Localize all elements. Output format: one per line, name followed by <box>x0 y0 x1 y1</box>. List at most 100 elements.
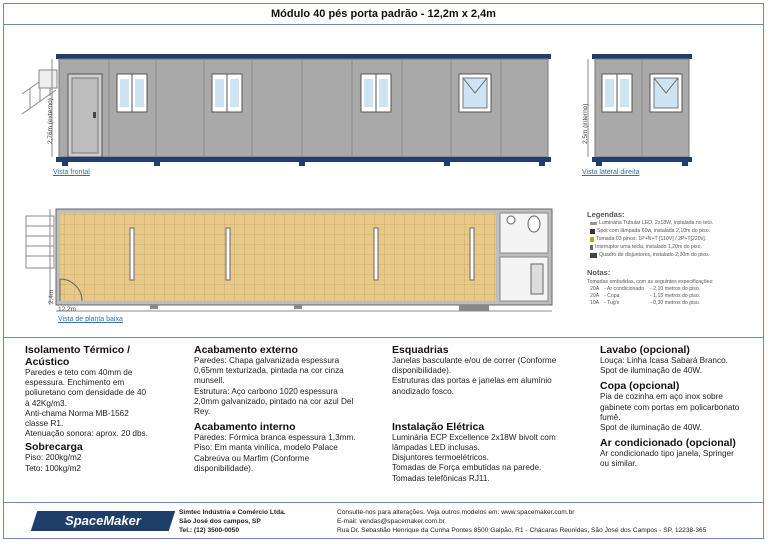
side-view-label: Vista lateral direita <box>582 169 640 176</box>
specs-section: Isolamento Térmico / Acústico Paredes e … <box>4 338 763 502</box>
spec-line: poliuretano com densidade de 40 <box>25 388 147 398</box>
company-phone: Tel.: (12) 3500-0050 <box>179 527 239 534</box>
spec-line: Spot de iluminação de 40W. <box>600 366 702 376</box>
breaker-panel-icon <box>590 252 597 258</box>
spec-line: munsell. <box>194 376 225 386</box>
spec-line: Estruturas das portas e janelas em alumí… <box>392 376 552 386</box>
contact-email[interactable]: E-mail: vendas@spacemaker.com.br <box>337 518 445 525</box>
front-height-dim: 2,76m (externo) <box>47 98 54 144</box>
company-city: São José dos campos, SP <box>179 518 261 525</box>
spec-line: lâmpadas LED inclusas. <box>392 443 480 453</box>
spec-line: 0,65mm texturizada, pintada na cor cinza <box>194 366 344 376</box>
spot-lamp-icon <box>590 228 595 234</box>
logo: SpaceMaker <box>65 513 141 528</box>
spec-line: Tomadas telefônicas RJ11. <box>392 473 490 483</box>
legend-item: Spot com lâmpada 60w, instalada 2,10m do… <box>590 228 710 234</box>
front-window-4 <box>458 73 492 113</box>
notes-intro: Tomadas embutidas, com as seguintes espe… <box>587 279 714 285</box>
spec-line: Teto: 100kg/m2 <box>25 463 81 473</box>
front-view-drawing <box>21 54 692 312</box>
spec-col-2: Acabamento externo Paredes: Chapa galvan… <box>194 344 384 474</box>
spec-line: Spot de iluminação de 40W. <box>600 423 702 433</box>
ar-title: Ar condicionado (opcional) <box>600 437 736 450</box>
contact-address: Rua Dr. Sebastião Henrique da Cunha Pont… <box>337 527 707 534</box>
acab-externo-title: Acabamento externo <box>194 344 298 356</box>
spec-line: Piso: 200kg/m2 <box>25 453 82 463</box>
spec-line: disponibilidade). <box>194 463 254 473</box>
led-luminaire-icon <box>590 221 597 225</box>
spec-line: espessura. Enchimento em <box>25 378 125 388</box>
spec-line: classe R1. <box>25 419 64 429</box>
side-ac-window <box>649 73 683 113</box>
plan-length-dim: 12,2m <box>58 306 77 313</box>
spec-line: Luminária ECP Excellence 2x18W bivolt co… <box>392 432 556 442</box>
plan-steps <box>25 215 55 269</box>
side-height-dim: 2,5m (interno) <box>582 103 589 144</box>
front-base <box>56 157 551 162</box>
spec-line: Piso: Em manta vinílica, modelo Palace <box>194 443 338 453</box>
notes-row: 20A- Copa- 1,15 metros do piso. <box>590 293 701 299</box>
legend-item: Tomada 03 pinos: 1P+N+T [110V] / 2P+T[22… <box>590 236 706 242</box>
instalacao-title: Instalação Elétrica <box>392 420 485 433</box>
spec-line: gabinete com portas em policarbonato <box>600 402 740 412</box>
side-window <box>601 73 633 113</box>
spec-line: Paredes: Fórmica branca espessura 1,3mm. <box>194 433 356 443</box>
front-window-1 <box>116 73 148 113</box>
spec-line: Janelas basculante e/ou de correr (Confo… <box>392 356 557 365</box>
spec-line: Paredes: Chapa galvanizada espessura <box>194 356 340 365</box>
lavabo-title: Lavabo (opcional) <box>600 344 690 356</box>
spec-col-4: Lavabo (opcional) Louça: Linha Icasa Sab… <box>600 344 762 470</box>
acab-interno-title: Acabamento interno <box>194 421 296 434</box>
legend-title: Legendas: <box>587 210 625 219</box>
plan-view-label: Vista de planta baixa <box>58 316 123 323</box>
sobrecarga-title: Sobrecarga <box>25 441 83 454</box>
spec-line: Disjuntores termoelétricos. <box>392 453 489 463</box>
notes-row: 20A- Ar condicionado- 2,10 metros do pis… <box>590 286 701 292</box>
spec-sheet: Módulo 40 pés porta padrão - 12,2m x 2,4… <box>3 3 764 539</box>
page-title: Módulo 40 pés porta padrão - 12,2m x 2,4… <box>4 4 763 25</box>
copa-title: Copa (opcional) <box>600 380 680 393</box>
spec-col-1: Isolamento Térmico / Acústico Paredes e … <box>25 344 185 474</box>
spec-line: Atenuação sonora: aprox. 20 dbs. <box>25 429 148 439</box>
spec-line: 2,0mm galvanizado, pintado na cor azul D… <box>194 396 354 406</box>
esquadrias-title: Esquadrias <box>392 344 449 356</box>
spec-line: Estrutura: Aço carbono 1020 espessura <box>194 386 338 396</box>
spec-line: Tomadas de Força embutidas na parede. <box>392 463 542 473</box>
company-name: Simtec Indústria e Comércio Ltda. <box>179 509 286 516</box>
side-base <box>592 157 692 162</box>
spec-line: Ar condicionado tipo janela, Springer <box>600 449 734 459</box>
drawing-area: 2,76m (externo) 2,5m (interno) 2,4m 12,2… <box>4 24 763 338</box>
notes-row: 10A- Tug's- 0,30 metros do piso. <box>590 300 701 306</box>
legend-item: Quadro de disjuntores, instalado 2,30m d… <box>590 252 709 258</box>
spec-line: Anti-chama Norma MB-1562 <box>25 408 129 418</box>
footer: SpaceMaker Simtec Indústria e Comércio L… <box>4 502 763 540</box>
isolamento-title: Isolamento Térmico / Acústico <box>25 344 131 368</box>
spec-line: Paredes e teto com 40mm de <box>25 368 133 377</box>
notes-title: Notas: <box>587 268 611 277</box>
front-window-2 <box>211 73 243 113</box>
spec-line: Pia de cozinha em aço inox sobre <box>600 392 723 402</box>
front-roof <box>56 54 551 59</box>
spec-line: anodizado fosco. <box>392 386 454 396</box>
spec-line: disponibilidade). <box>392 366 452 376</box>
plan-floor <box>60 213 496 301</box>
spec-line: Rey. <box>194 407 211 417</box>
front-window-3 <box>360 73 392 113</box>
company-info: Simtec Indústria e Comércio Ltda. São Jo… <box>179 508 286 535</box>
socket-icon <box>590 236 594 242</box>
contact-info: Consulte-nos para alterações. Veja outro… <box>337 508 706 535</box>
spec-line: fumê. <box>600 412 621 422</box>
contact-website[interactable]: Consulte-nos para alterações. Veja outro… <box>337 509 575 516</box>
front-view-label: Vista frontal <box>53 169 90 176</box>
spec-line: Louça: Linha Icasa Sabará Branco. <box>600 356 728 365</box>
legend-item: Luminária Tubular LED, 2x18W, instalada … <box>590 220 713 226</box>
spec-col-3: Esquadrias Janelas basculante e/ou de co… <box>392 344 592 484</box>
spec-line: ou similar. <box>600 459 637 469</box>
plan-width-dim: 2,4m <box>48 289 55 304</box>
spec-line: à 42Kg/m3. <box>25 398 67 408</box>
side-roof <box>592 54 692 59</box>
switch-icon <box>590 244 593 250</box>
front-door <box>67 73 103 158</box>
legend-item: Interruptor uma tecla, instalado 1,20m d… <box>590 244 702 250</box>
spec-line: Cabreúva ou Marfim (Conforme <box>194 453 310 463</box>
